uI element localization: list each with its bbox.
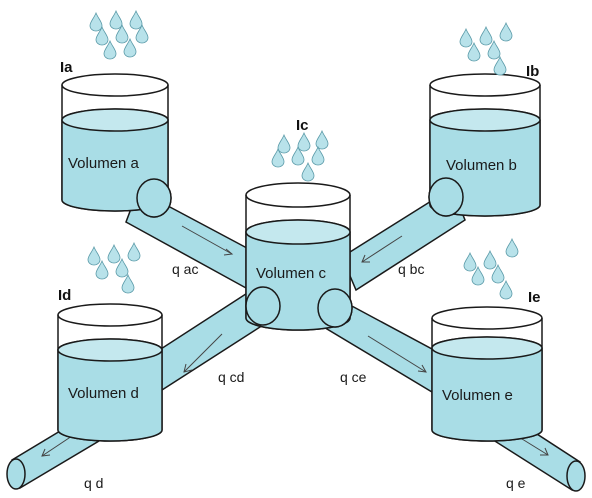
raindrops-d (87, 242, 141, 294)
raindrop-icon (107, 244, 121, 264)
flow-arrow-d (41, 435, 73, 457)
raindrops-b (459, 22, 513, 76)
inflow-label-c: Ic (296, 117, 309, 134)
raindrop-icon (127, 242, 141, 262)
raindrop-icon (499, 22, 513, 42)
tank-d: Volumen d (57, 303, 163, 442)
raindrop-icon (505, 238, 519, 258)
flow-arrow-cd (183, 333, 223, 373)
raindrops-e (463, 238, 519, 300)
tank-b-outlet (428, 177, 464, 217)
tank-b-label: Volumen b (446, 157, 517, 174)
raindrop-icon (311, 146, 325, 166)
flow-label-e: q e (506, 475, 526, 491)
raindrop-icon (121, 274, 135, 294)
tank-e: Volumen e (431, 306, 543, 442)
raindrop-icon (483, 250, 497, 270)
raindrop-icon (109, 10, 123, 30)
tank-d-label: Volumen d (68, 385, 139, 402)
tank-a-outlet (136, 178, 172, 218)
tank-a: Volumen a (61, 73, 172, 218)
flow-label-cd: q cd (218, 369, 244, 385)
flow-label-ac: q ac (172, 261, 198, 277)
flow-label-ce: q ce (340, 369, 367, 385)
tank-a-label: Volumen a (68, 155, 140, 172)
flow-arrow-bc (361, 235, 403, 263)
flow-arrow-ce (367, 335, 427, 373)
flow-label-d: q d (84, 475, 103, 491)
inflow-label-d: Id (58, 287, 71, 304)
tank-c: Volumen c (245, 182, 353, 331)
raindrop-icon (499, 280, 513, 300)
flow-arrow-ac (181, 225, 233, 255)
inflow-label-a: Ia (60, 59, 73, 76)
raindrop-icon (87, 246, 101, 266)
raindrop-icon (277, 134, 291, 154)
raindrop-icon (463, 252, 477, 272)
tank-c-outlet-right (317, 288, 353, 328)
tank-e-label: Volumen e (442, 387, 513, 404)
raindrop-icon (459, 28, 473, 48)
raindrop-icon (493, 56, 507, 76)
raindrop-icon (89, 12, 103, 32)
raindrop-icon (297, 132, 311, 152)
raindrop-icon (479, 26, 493, 46)
inflow-label-b: Ib (526, 63, 539, 80)
tank-c-label: Volumen c (256, 265, 327, 282)
inflow-label-e: Ie (528, 289, 541, 306)
raindrops-a (89, 10, 149, 60)
raindrop-icon (129, 10, 143, 30)
tank-c-outlet-left (245, 286, 281, 326)
raindrop-icon (315, 130, 329, 150)
flow-label-bc: q bc (398, 261, 424, 277)
tank-b: Volumen b (428, 73, 541, 217)
raindrop-icon (301, 162, 315, 182)
raindrops-c (271, 130, 329, 182)
